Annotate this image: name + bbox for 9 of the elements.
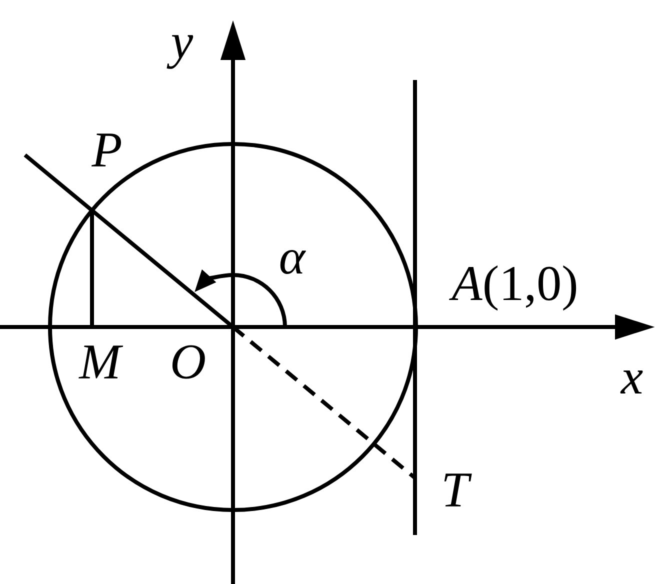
point-label: O xyxy=(172,345,205,379)
point-label: M xyxy=(78,346,124,378)
point-label: T xyxy=(444,474,472,506)
point-label: A(1,0) xyxy=(449,265,576,311)
point-label: P xyxy=(91,134,121,166)
axis-label: x xyxy=(620,370,643,394)
axis-label: y xyxy=(166,35,194,69)
axis-label: α xyxy=(280,250,306,274)
line-segment xyxy=(90,212,94,327)
